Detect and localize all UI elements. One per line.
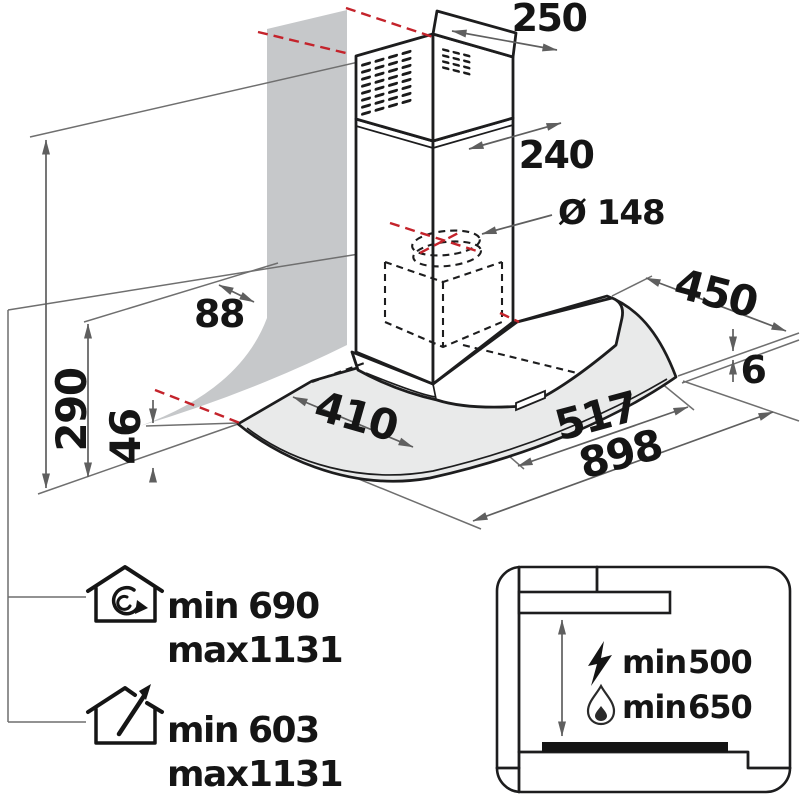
dimension-arrows: [42, 29, 787, 522]
recirc-max-value: 1131: [248, 630, 342, 671]
filter-handle-slot: [515, 389, 546, 412]
dim-250-label: 250: [512, 0, 587, 40]
electric-clearance-label: min: [622, 643, 686, 681]
recirc-min-value: 690: [248, 586, 319, 627]
ducted-max-label: max: [167, 754, 249, 795]
cooktop-clearance-inset: min 500 min 650: [495, 565, 792, 794]
inner-vent-grille-icon: [442, 48, 471, 76]
hidden-duct-outlet: [311, 229, 578, 383]
gas-clearance-value: 650: [688, 688, 752, 726]
vent-grille-icon: [361, 49, 412, 116]
wall-axis-red-dashes: [154, 6, 520, 425]
installation-height-legend: min 690 max 1131 min 603 max 1131: [86, 565, 344, 795]
hood-cross-section: [517, 590, 672, 615]
recirc-max-label: max: [167, 630, 249, 671]
dim-450-label: 450: [669, 259, 762, 328]
ducted-max-value: 1131: [248, 754, 342, 795]
electric-clearance-value: 500: [688, 643, 752, 681]
wall-shading: [140, 10, 347, 426]
duct-outlet-cylinder: [411, 229, 483, 268]
recirculation-house-icon: [86, 565, 164, 623]
dim-88-label: 88: [194, 292, 244, 336]
dimension-labels: 250 240 Ø 148 88 290 46 410 517 898 450 …: [47, 0, 767, 488]
flame-icon: [586, 683, 616, 726]
dim-290-label: 290: [47, 368, 96, 451]
dim-46-label: 46: [101, 409, 150, 464]
dim-diameter-label: Ø 148: [558, 193, 665, 233]
gas-clearance-label: min: [622, 688, 686, 726]
cooktop-bar: [542, 742, 728, 752]
extraction-house-icon: [86, 684, 164, 745]
dim-6-label: 6: [741, 348, 766, 392]
dim-240-label: 240: [519, 133, 594, 177]
chimney: [354, 9, 518, 386]
ducted-min-value: 603: [248, 710, 319, 751]
recirc-min-label: min: [167, 586, 238, 627]
ducted-min-label: min: [167, 710, 238, 751]
lightning-bolt-icon: [588, 641, 612, 686]
